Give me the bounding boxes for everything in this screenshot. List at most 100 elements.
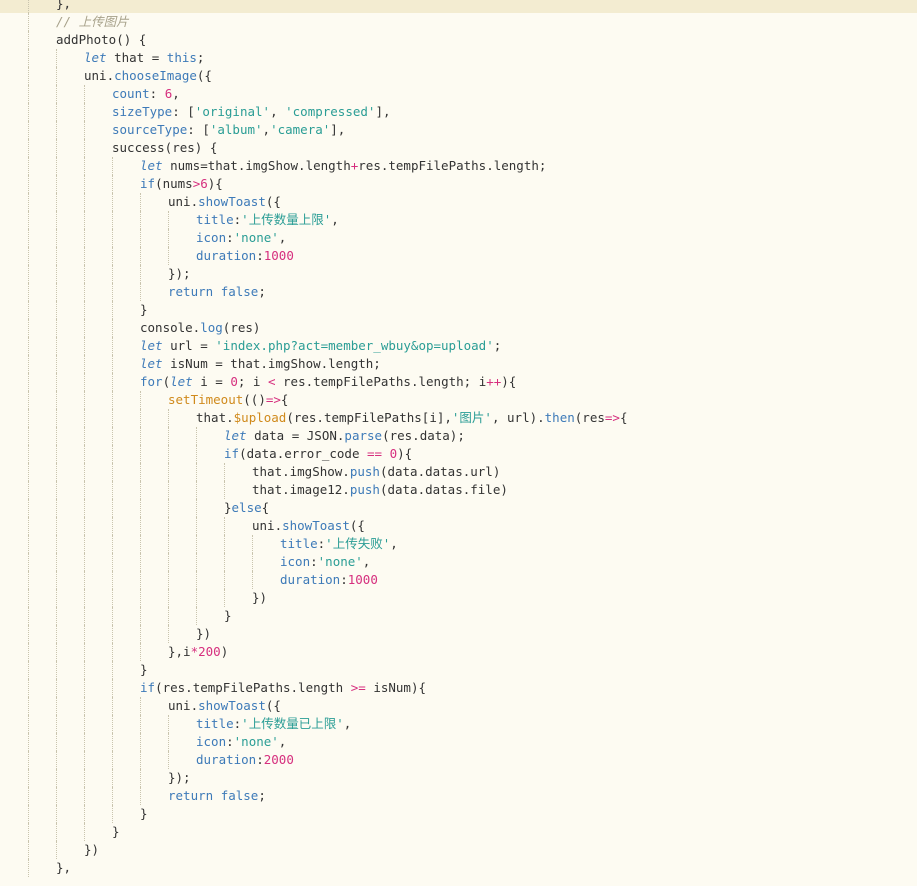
indent-guide: [28, 481, 29, 499]
code-line[interactable]: duration:1000: [0, 571, 917, 589]
indent-guide: [84, 823, 85, 841]
indent-guide: [28, 625, 29, 643]
code-token-plain: ;: [196, 50, 205, 65]
code-line[interactable]: }else{: [0, 499, 917, 517]
code-token-prop: icon: [280, 554, 311, 569]
code-line[interactable]: duration:2000: [0, 751, 917, 769]
code-line[interactable]: });: [0, 769, 917, 787]
code-line[interactable]: }): [0, 841, 917, 859]
code-line[interactable]: }: [0, 805, 917, 823]
code-line[interactable]: that.image12.push(data.datas.file): [0, 481, 917, 499]
code-token-number: 200: [198, 644, 221, 659]
code-line[interactable]: }: [0, 661, 917, 679]
code-line[interactable]: setTimeout(()=>{: [0, 391, 917, 409]
code-line[interactable]: uni.chooseImage({: [0, 67, 917, 85]
code-line[interactable]: let nums=that.imgShow.length+res.tempFil…: [0, 157, 917, 175]
code-token-keyword: let: [224, 428, 247, 443]
code-line[interactable]: uni.showToast({: [0, 517, 917, 535]
code-line[interactable]: }): [0, 589, 917, 607]
code-line[interactable]: let url = 'index.php?act=member_wbuy&op=…: [0, 337, 917, 355]
code-text: }: [112, 823, 120, 841]
code-line[interactable]: duration:1000: [0, 247, 917, 265]
code-text: for(let i = 0; i < res.tempFilePaths.len…: [140, 373, 516, 391]
indent-guide: [140, 733, 141, 751]
code-line[interactable]: },i*200): [0, 643, 917, 661]
code-line[interactable]: icon:'none',: [0, 553, 917, 571]
indent-guide: [112, 553, 113, 571]
indent-guide: [140, 463, 141, 481]
indent-guide: [56, 49, 57, 67]
indent-guide: [84, 571, 85, 589]
code-line[interactable]: return false;: [0, 787, 917, 805]
code-line[interactable]: icon:'none',: [0, 733, 917, 751]
indent-guide: [84, 787, 85, 805]
indent-guide: [112, 535, 113, 553]
code-line[interactable]: title:'上传失败',: [0, 535, 917, 553]
indent-guide: [28, 175, 29, 193]
indent-guide: [168, 445, 169, 463]
code-text: icon:'none',: [196, 733, 286, 751]
code-line[interactable]: },: [0, 859, 917, 877]
code-token-method: showToast: [282, 518, 350, 533]
indent-guide: [224, 571, 225, 589]
code-line[interactable]: if(nums>6){: [0, 175, 917, 193]
code-token-plain: success(res) {: [112, 140, 218, 155]
code-line[interactable]: if(res.tempFilePaths.length >= isNum){: [0, 679, 917, 697]
code-line[interactable]: addPhoto() {: [0, 31, 917, 49]
indent-guide: [28, 301, 29, 319]
indent-guide: [112, 661, 113, 679]
code-line[interactable]: let data = JSON.parse(res.data);: [0, 427, 917, 445]
code-line[interactable]: }: [0, 823, 917, 841]
code-line[interactable]: let that = this;: [0, 49, 917, 67]
indent-guide: [84, 229, 85, 247]
code-line[interactable]: icon:'none',: [0, 229, 917, 247]
code-line[interactable]: success(res) {: [0, 139, 917, 157]
code-line[interactable]: sourceType: ['album','camera'],: [0, 121, 917, 139]
code-line[interactable]: }: [0, 301, 917, 319]
code-line[interactable]: uni.showToast({: [0, 697, 917, 715]
indent-guide: [56, 805, 57, 823]
code-token-plain: ({: [196, 68, 212, 83]
code-line[interactable]: // 上传图片: [0, 13, 917, 31]
code-token-method: showToast: [198, 194, 266, 209]
indent-guide: [224, 589, 225, 607]
code-text: }: [140, 661, 148, 679]
indent-guide: [84, 589, 85, 607]
indent-guide: [84, 553, 85, 571]
code-token-plain: (res.data);: [382, 428, 465, 443]
indent-guide: [140, 787, 141, 805]
indent-guide: [56, 355, 57, 373]
code-line[interactable]: sizeType: ['original', 'compressed'],: [0, 103, 917, 121]
code-token-plain: (res.tempFilePaths.length: [155, 680, 351, 695]
code-line[interactable]: for(let i = 0; i < res.tempFilePaths.len…: [0, 373, 917, 391]
indent-guide: [56, 463, 57, 481]
code-text: return false;: [168, 787, 266, 805]
indent-guide: [56, 517, 57, 535]
code-line[interactable]: that.imgShow.push(data.datas.url): [0, 463, 917, 481]
indent-guide: [84, 499, 85, 517]
code-line[interactable]: title:'上传数量已上限',: [0, 715, 917, 733]
code-line[interactable]: uni.showToast({: [0, 193, 917, 211]
indent-guide: [28, 391, 29, 409]
indent-guide: [112, 589, 113, 607]
code-line[interactable]: console.log(res): [0, 319, 917, 337]
indent-guide: [28, 607, 29, 625]
code-line[interactable]: }: [0, 607, 917, 625]
indent-guide: [28, 535, 29, 553]
code-line[interactable]: title:'上传数量上限',: [0, 211, 917, 229]
code-token-prop: sizeType: [112, 104, 173, 119]
code-text: uni.showToast({: [168, 193, 281, 211]
code-line[interactable]: });: [0, 265, 917, 283]
code-line[interactable]: let isNum = that.imgShow.length;: [0, 355, 917, 373]
indent-guide: [140, 445, 141, 463]
code-line[interactable]: count: 6,: [0, 85, 917, 103]
code-line[interactable]: return false;: [0, 283, 917, 301]
indent-guide: [196, 445, 197, 463]
code-token-keyword: let: [170, 374, 193, 389]
code-line[interactable]: },: [0, 0, 917, 13]
code-line[interactable]: that.$upload(res.tempFilePaths[i],'图片', …: [0, 409, 917, 427]
code-line[interactable]: }): [0, 625, 917, 643]
code-token-number: 1000: [263, 248, 294, 263]
code-line[interactable]: if(data.error_code == 0){: [0, 445, 917, 463]
